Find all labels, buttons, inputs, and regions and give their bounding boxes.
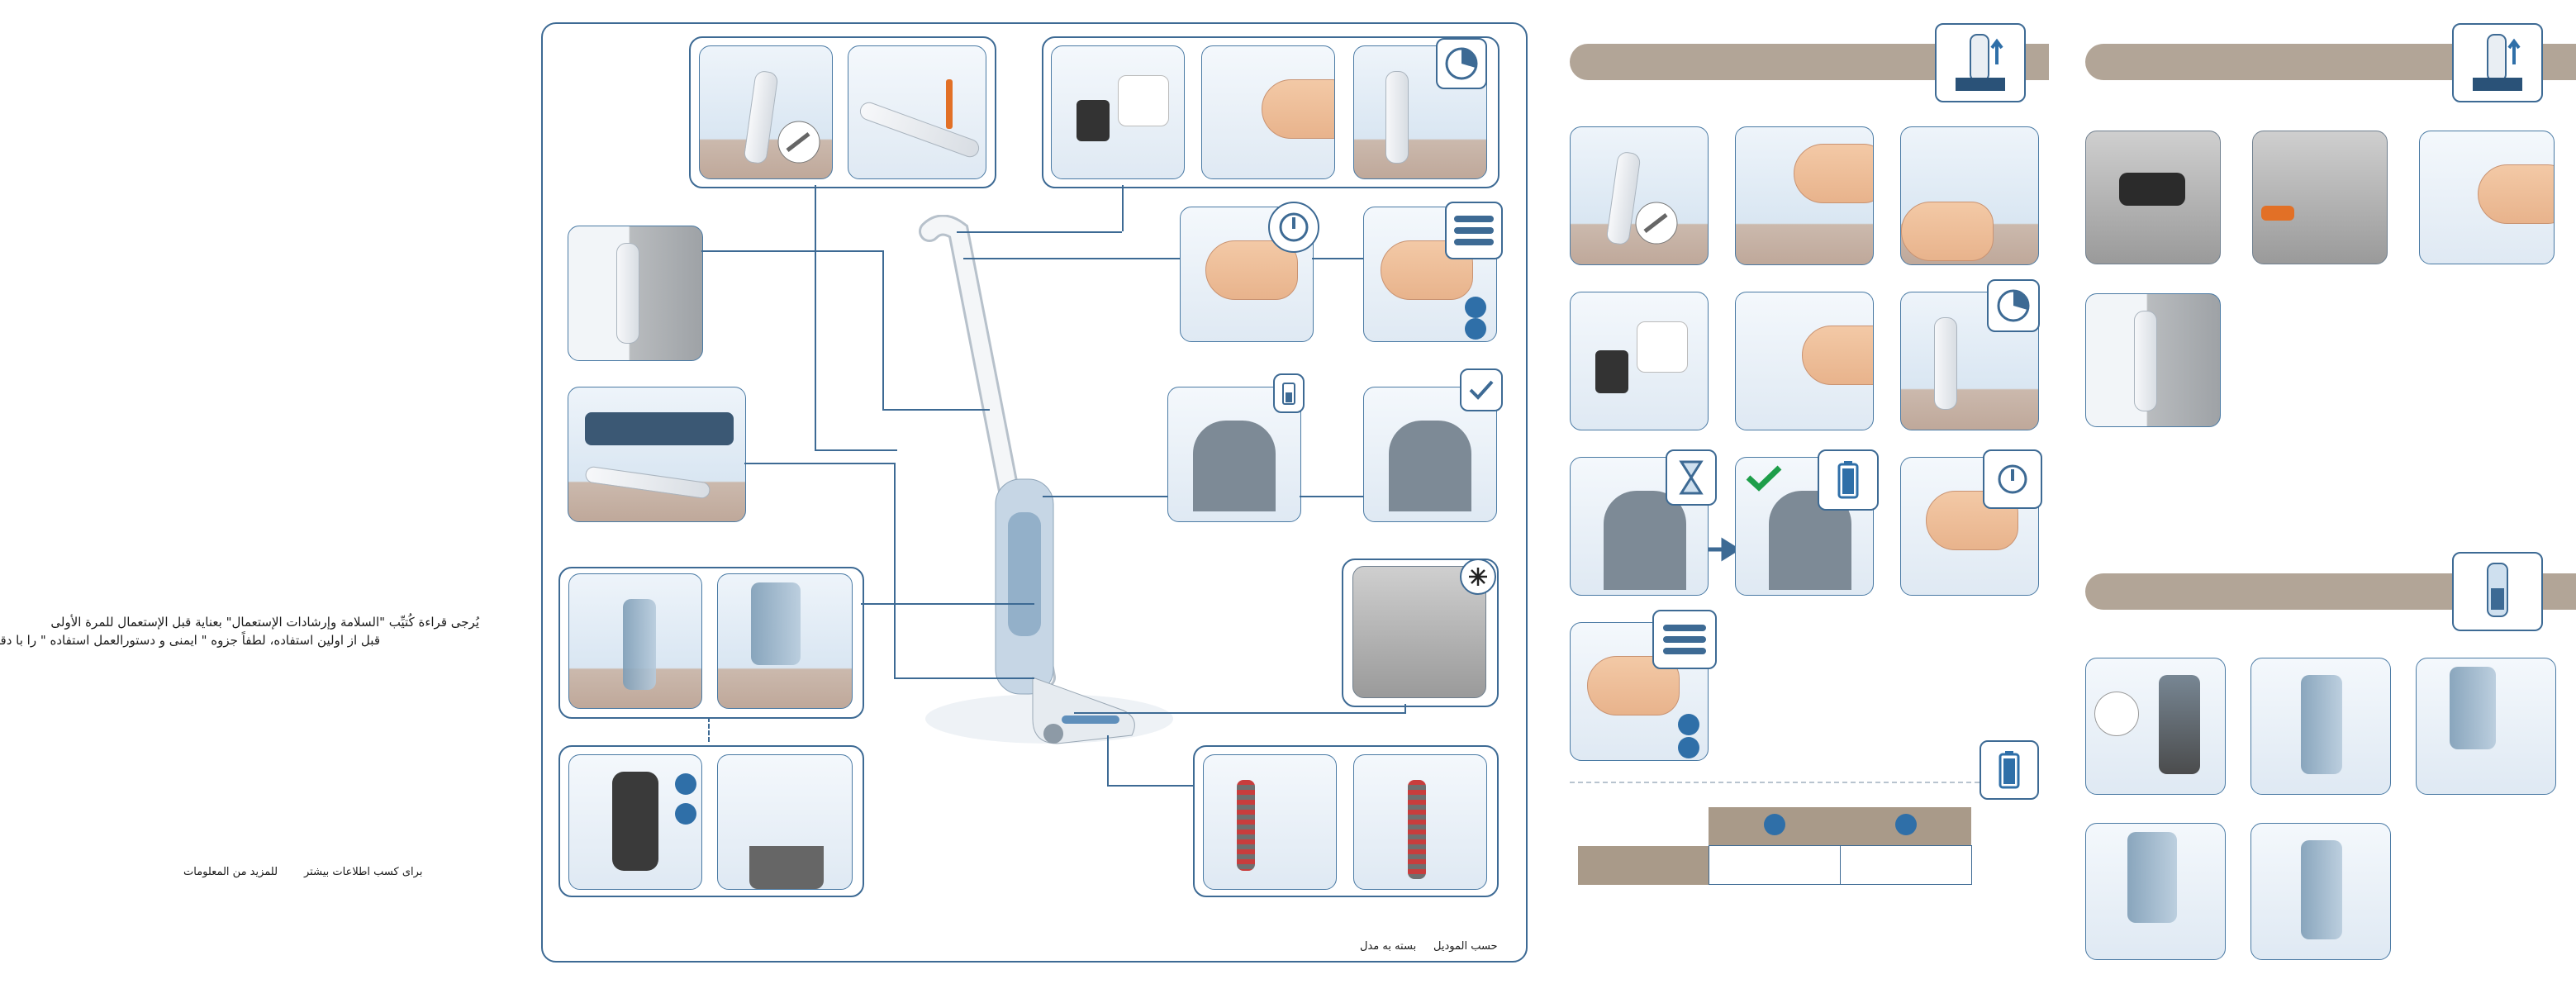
step-press-power — [1900, 457, 2039, 596]
step-close-lid — [2085, 823, 2226, 960]
panel-filter-remove — [568, 754, 702, 890]
battery-icon — [1818, 449, 1879, 511]
panel-brush-remove — [1203, 754, 1337, 890]
step-charging-leds — [1570, 457, 1709, 596]
vacuum-illustration — [919, 215, 1173, 744]
connector — [894, 463, 896, 677]
check-icon — [1746, 465, 1782, 492]
check-icon — [1460, 368, 1503, 411]
model-note-ar: حسب الموديل — [1433, 940, 1498, 953]
frost-icon — [1460, 559, 1496, 595]
table-header-speed-2 — [1840, 807, 1971, 846]
connector — [894, 677, 1034, 679]
panel-remove-container — [568, 573, 702, 709]
safety-note-fa: قبل از اولين استفاده، لطفاً جزوه " ايمنى… — [0, 633, 380, 648]
battery-icon — [1980, 740, 2039, 800]
step-wall-bracket — [2085, 131, 2221, 264]
panel-attach-handle — [699, 45, 833, 179]
panel-wall-mount — [568, 226, 703, 361]
more-info-fa: برای کسب اطلاعات بیشتر — [304, 866, 423, 878]
speed-table — [1578, 807, 1972, 885]
model-note-fa: بسته به مدل — [1360, 940, 1417, 953]
step-insert-handle — [1735, 126, 1874, 265]
power-icon — [1268, 202, 1319, 253]
connector — [701, 250, 883, 252]
connector — [1404, 704, 1406, 714]
connector — [1043, 496, 1167, 497]
step-plug-wall — [2419, 131, 2555, 264]
step-full-indicator — [2085, 658, 2226, 795]
main-overview-frame — [541, 22, 1528, 963]
table-cell — [1839, 845, 1972, 885]
panel-filter-tap — [717, 754, 853, 890]
connector — [1107, 785, 1193, 787]
connector — [957, 231, 1122, 233]
step-reinsert-container — [2250, 823, 2391, 960]
panel-screwdriver — [848, 45, 986, 179]
charging-section-icon — [1935, 23, 2026, 102]
panel-connect-jack — [1201, 45, 1335, 179]
dashed-connector — [708, 717, 710, 742]
power-icon — [1983, 449, 2042, 509]
connector — [861, 603, 1034, 605]
connector — [1300, 496, 1363, 497]
connector — [815, 185, 816, 449]
panel-brush-cut-hair — [1353, 754, 1487, 890]
clock-icon — [1987, 279, 2040, 332]
step-screw-bracket — [2252, 131, 2388, 264]
panel-fully-charged — [1363, 387, 1497, 522]
connector — [1107, 735, 1109, 785]
step-clip-handle — [1900, 126, 2039, 265]
hourglass-icon — [1666, 449, 1717, 506]
step-connect-charger — [1735, 292, 1874, 430]
clock-icon — [1436, 38, 1487, 89]
panel-plug-socket — [1051, 45, 1185, 179]
panel-speed-button — [1363, 207, 1497, 342]
table-header-speed-1 — [1709, 807, 1840, 846]
connector — [1122, 185, 1124, 231]
speed-levels-icon — [1445, 202, 1503, 259]
panel-under-furniture — [568, 387, 746, 522]
connector — [963, 258, 1180, 259]
connector — [882, 250, 884, 409]
table-row-label — [1578, 845, 1709, 885]
table-cell — [1708, 845, 1841, 885]
step-hang-vacuum — [2085, 293, 2221, 427]
battery-icon — [1273, 373, 1305, 413]
connector — [1312, 258, 1363, 259]
step-remove-container — [2250, 658, 2391, 795]
speed-levels-icon — [1652, 610, 1717, 669]
step-attach-handle — [1570, 126, 1709, 265]
panel-empty-dust — [717, 573, 853, 709]
connector — [815, 449, 897, 451]
step-empty-container — [2416, 658, 2556, 795]
connector — [744, 463, 895, 464]
more-info-ar: للمزيد من المعلومات — [183, 866, 278, 878]
connector — [882, 409, 990, 411]
next-arrow-icon — [1709, 537, 1740, 562]
wall-mount-section-icon — [2452, 23, 2543, 102]
separator — [1570, 782, 1980, 783]
container-section-icon — [2452, 552, 2543, 631]
connector — [1074, 712, 1404, 714]
step-plug-in — [1570, 292, 1709, 430]
safety-note-ar: يُرجى قراءة كُتيِّب "السلامة وإرشادات ال… — [50, 615, 479, 630]
